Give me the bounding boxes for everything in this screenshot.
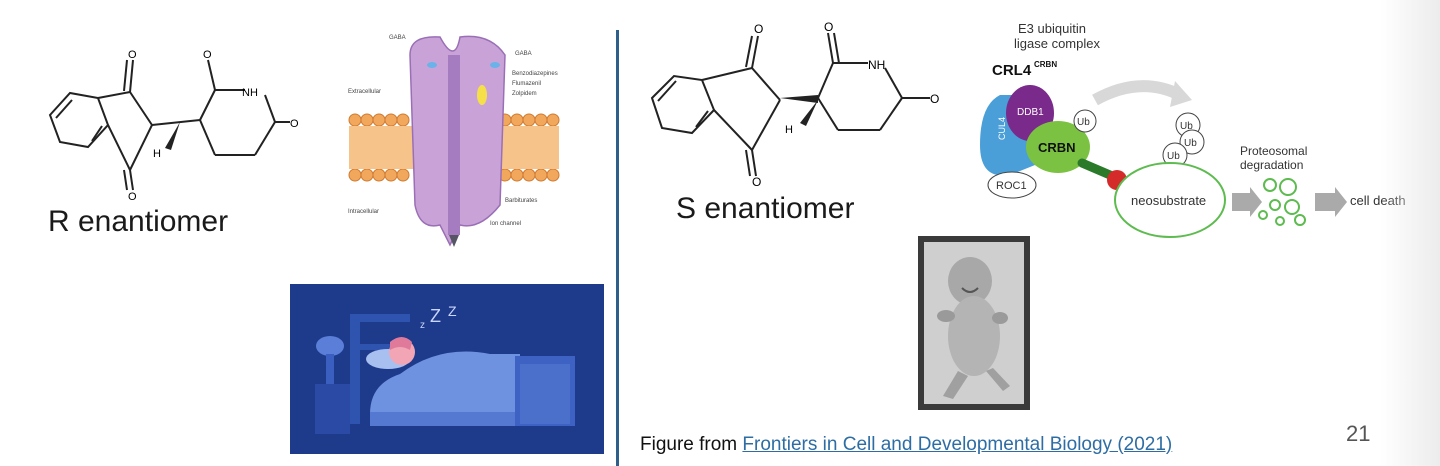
svg-text:NH: NH xyxy=(868,58,885,72)
svg-text:Ub: Ub xyxy=(1180,121,1193,132)
vertical-divider xyxy=(616,30,619,466)
crbn-label: CRBN xyxy=(1038,140,1076,155)
svg-text:Ub: Ub xyxy=(1184,138,1197,149)
gaba-receptor-diagram: GABA GABA Benzodiazepines Flumazenil Zol… xyxy=(348,35,560,247)
receptor-label-flumazenil: Flumazenil xyxy=(512,81,541,87)
svg-text:H: H xyxy=(785,124,793,136)
receptor-label-zolpidem: Zolpidem xyxy=(512,91,537,97)
svg-text:Z: Z xyxy=(430,306,441,326)
svg-text:O: O xyxy=(203,49,212,61)
roc1-label: ROC1 xyxy=(996,180,1027,192)
s-enantiomer-structure: O O O NH O H xyxy=(650,20,939,188)
proteosomal-line2: degradation xyxy=(1240,158,1303,172)
svg-text:Ub: Ub xyxy=(1167,151,1180,162)
neosubstrate-label: neosubstrate xyxy=(1131,193,1206,208)
e3-title-line2: ligase complex xyxy=(1014,36,1100,51)
crl4-sup: CRBN xyxy=(1034,60,1057,69)
svg-text:NH: NH xyxy=(242,87,258,99)
svg-text:H: H xyxy=(153,148,161,160)
receptor-label-barbiturates: Barbiturates xyxy=(505,198,537,204)
receptor-label-extracellular: Extracellular xyxy=(348,89,381,95)
receptor-label-ion-channel: Ion channel xyxy=(490,221,521,227)
svg-text:O: O xyxy=(128,49,137,61)
ub-1: Ub xyxy=(1077,117,1090,128)
page-number: 21 xyxy=(1346,421,1371,446)
r-enantiomer-label: R enantiomer xyxy=(48,205,229,238)
caption-link[interactable]: Frontiers in Cell and Developmental Biol… xyxy=(742,434,1173,455)
receptor-label-benzo: Benzodiazepines xyxy=(512,71,558,77)
e3-title-line1: E3 ubiquitin xyxy=(1018,21,1086,36)
proteosomal-line1: Proteosomal xyxy=(1240,144,1307,158)
receptor-label-gaba-2: GABA xyxy=(515,51,532,57)
r-enantiomer-structure: O O O NH O H xyxy=(48,49,299,200)
ubiquitin-pathway-diagram: E3 ubiquitin ligase complex CRL4 CRBN CU… xyxy=(980,21,1406,238)
cul4-label: CUL4 xyxy=(997,117,1007,140)
svg-text:z: z xyxy=(420,320,425,331)
crl4-label: CRL4 xyxy=(992,62,1032,79)
svg-text:O: O xyxy=(824,20,833,34)
right-edge-shadow xyxy=(1380,0,1440,466)
svg-text:O: O xyxy=(290,118,299,130)
receptor-label-intracellular: Intracellular xyxy=(348,209,379,215)
svg-text:Z: Z xyxy=(448,303,457,319)
svg-text:O: O xyxy=(930,92,939,106)
s-enantiomer-label: S enantiomer xyxy=(676,192,855,225)
svg-text:O: O xyxy=(752,175,761,188)
caption-prefix: Figure from xyxy=(640,434,743,455)
figure-caption: Figure from Frontiers in Cell and Develo… xyxy=(640,434,1172,456)
sleeping-person-illustration: Z Z z xyxy=(290,284,604,454)
svg-text:O: O xyxy=(128,191,137,200)
svg-text:O: O xyxy=(754,22,763,36)
ddb1-label: DDB1 xyxy=(1017,107,1044,118)
infant-photo xyxy=(918,236,1030,410)
receptor-label-gaba-1: GABA xyxy=(389,35,406,41)
